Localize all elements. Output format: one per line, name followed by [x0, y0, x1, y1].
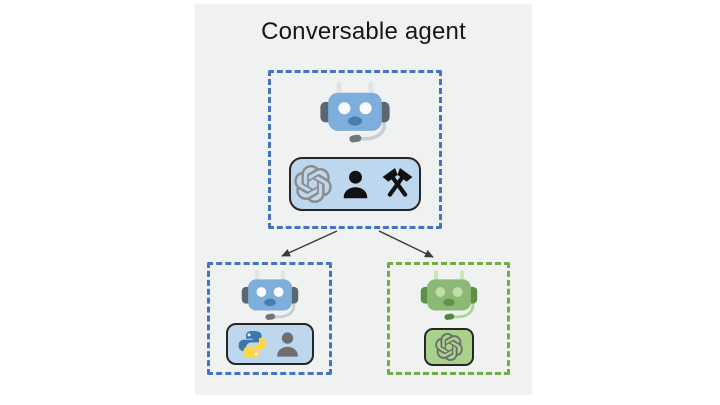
- assistant-robot-headset-icon: [316, 80, 394, 145]
- openai-logo-icon: [294, 165, 332, 203]
- node-agent-code-human: [207, 262, 332, 375]
- node-agent-llm: [387, 262, 510, 375]
- diagram-title: Conversable agent: [261, 18, 466, 45]
- python-logo-icon: [237, 329, 268, 360]
- node-conversable-agent: [268, 70, 442, 229]
- human-icon: [339, 168, 372, 201]
- human-icon: [273, 330, 302, 359]
- openai-logo-icon: [435, 333, 463, 361]
- capability-pill-parent: [289, 157, 421, 211]
- diagram-panel: Conversable agent: [195, 4, 532, 395]
- crossed-hammers-tools-icon: [379, 166, 416, 203]
- capability-pill-left: [225, 323, 314, 365]
- assistant-robot-headset-icon: [417, 269, 481, 322]
- assistant-robot-headset-icon: [238, 269, 302, 322]
- capability-pill-right: [423, 328, 474, 366]
